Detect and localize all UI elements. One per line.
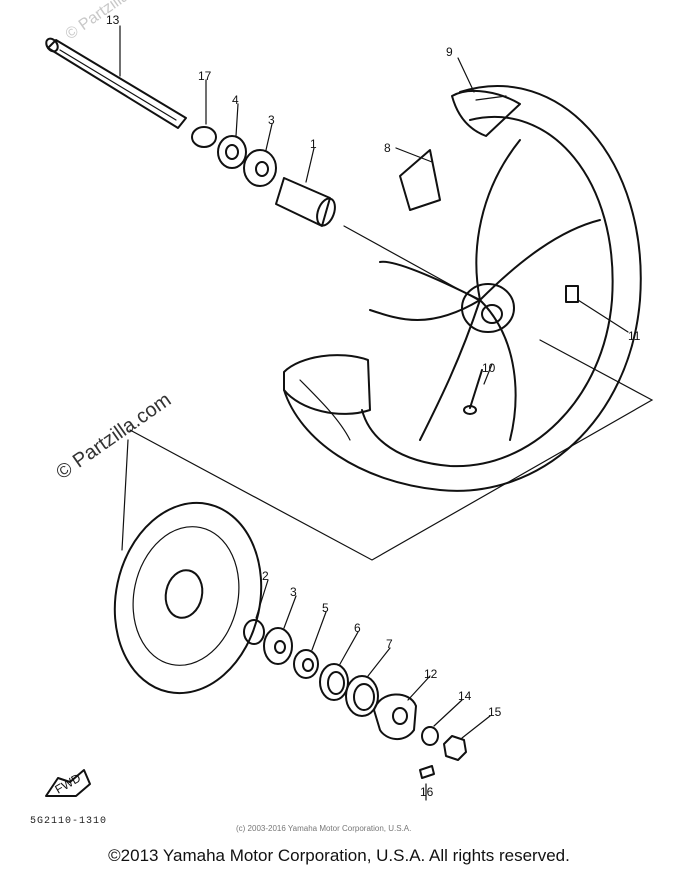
part-label-14: 14	[458, 689, 472, 703]
part-label-6: 6	[354, 621, 361, 635]
axle	[45, 37, 187, 129]
part-label-7: 7	[386, 637, 393, 651]
meter-gear-12	[373, 693, 417, 740]
part-label-12: 12	[424, 667, 438, 681]
part-label-11: 11	[628, 329, 641, 343]
spacer-tube-1	[275, 177, 336, 227]
part-label-1: 1	[310, 137, 317, 151]
bearing-2	[243, 619, 265, 645]
nut-15	[443, 735, 467, 761]
part-label-17: 17	[198, 69, 212, 83]
part-label-9: 9	[446, 45, 453, 59]
washer-7	[345, 675, 379, 717]
footer-copyright: ©2013 Yamaha Motor Corporation, U.S.A. A…	[108, 846, 570, 865]
cotter-pin-16	[419, 765, 435, 779]
part-label-15: 15	[488, 705, 502, 719]
oil-seal-4	[217, 135, 247, 169]
clip-5	[293, 649, 319, 679]
part-label-3-lower: 3	[290, 585, 297, 599]
part-label-3-upper: 3	[268, 113, 275, 127]
part-label-5: 5	[322, 601, 329, 615]
brake-disc	[113, 439, 263, 695]
diagram-code: 5G2110-1310	[30, 816, 108, 827]
part-label-10: 10	[482, 361, 496, 375]
forward-arrow-icon: FWD	[45, 769, 91, 797]
bearing-3-lower	[263, 627, 293, 665]
part-label-2: 2	[262, 569, 269, 583]
watermark-left: © Partzilla.com	[52, 389, 175, 484]
leader-lines	[119, 25, 629, 801]
small-copyright: (c) 2003-2016 Yamaha Motor Corporation, …	[236, 824, 412, 833]
gear-6	[319, 663, 349, 701]
tire-and-wheel	[129, 85, 654, 561]
washer-14	[421, 726, 439, 746]
part-label-8: 8	[384, 141, 391, 155]
part-label-13: 13	[106, 13, 120, 27]
spacer-17	[191, 126, 217, 148]
part-label-4: 4	[232, 93, 239, 107]
part-label-16: 16	[420, 785, 434, 799]
bearing-3-upper	[243, 149, 277, 187]
